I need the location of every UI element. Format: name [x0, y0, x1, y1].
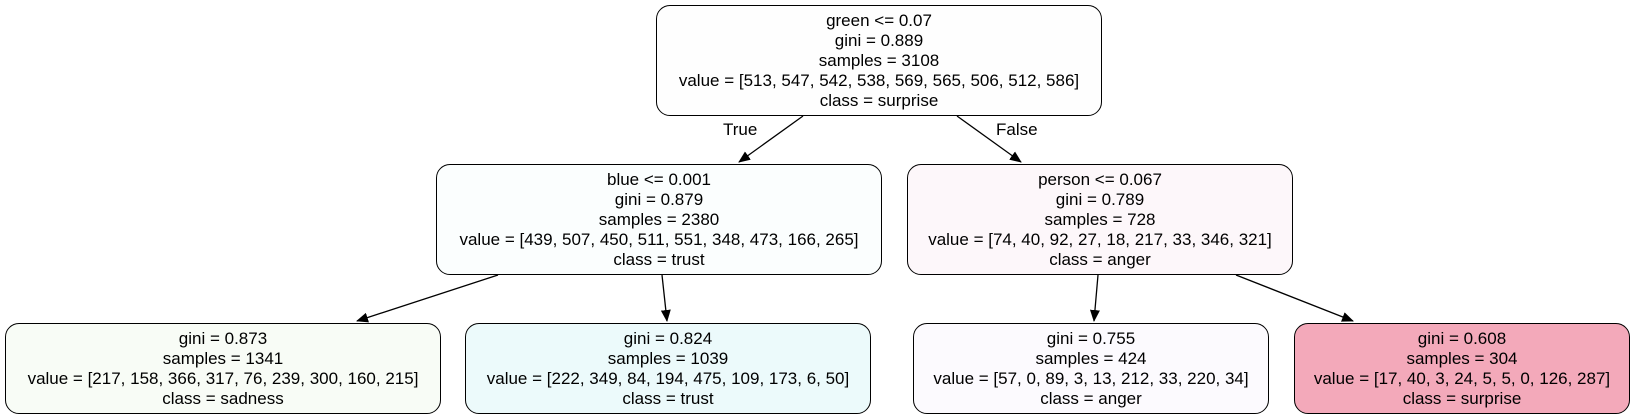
edge-person-to-surprise: [1235, 274, 1354, 322]
node-split: blue <= 0.001: [607, 169, 711, 189]
node-class: class = anger: [1040, 388, 1142, 408]
edge-blue-to-sadness: [356, 274, 499, 323]
node-class: class = surprise: [819, 90, 939, 110]
node-value: value = [74, 40, 92, 27, 18, 217, 33, 34…: [928, 229, 1272, 249]
node-gini: gini = 0.879: [614, 189, 704, 209]
tree-node-blue-split: blue <= 0.001 gini = 0.879 samples = 238…: [436, 164, 882, 275]
edge-blue-to-trust: [660, 274, 671, 322]
node-class: class = anger: [1049, 249, 1151, 269]
node-gini: gini = 0.755: [1046, 328, 1136, 348]
tree-leaf-anger: gini = 0.755 samples = 424 value = [57, …: [913, 323, 1269, 414]
tree-leaf-trust: gini = 0.824 samples = 1039 value = [222…: [465, 323, 871, 414]
node-gini: gini = 0.873: [178, 328, 268, 348]
node-gini: gini = 0.789: [1055, 189, 1145, 209]
node-class: class = trust: [622, 388, 714, 408]
node-samples: samples = 2380: [598, 209, 720, 229]
node-samples: samples = 424: [1035, 348, 1147, 368]
node-value: value = [57, 0, 89, 3, 13, 212, 33, 220,…: [933, 368, 1249, 388]
node-gini: gini = 0.608: [1417, 328, 1507, 348]
node-gini: gini = 0.889: [834, 30, 924, 50]
node-samples: samples = 1039: [607, 348, 729, 368]
tree-leaf-sadness: gini = 0.873 samples = 1341 value = [217…: [5, 323, 441, 414]
tree-node-person-split: person <= 0.067 gini = 0.789 samples = 7…: [907, 164, 1293, 275]
tree-leaf-surprise: gini = 0.608 samples = 304 value = [17, …: [1294, 323, 1630, 414]
edge-root-to-blue: [738, 115, 804, 163]
node-class: class = surprise: [1402, 388, 1522, 408]
node-value: value = [217, 158, 366, 317, 76, 239, 30…: [27, 368, 419, 388]
node-gini: gini = 0.824: [623, 328, 713, 348]
node-value: value = [513, 547, 542, 538, 569, 565, 5…: [678, 70, 1080, 90]
node-samples: samples = 1341: [162, 348, 284, 368]
node-samples: samples = 728: [1044, 209, 1156, 229]
node-class: class = trust: [613, 249, 705, 269]
node-value: value = [17, 40, 3, 24, 5, 5, 0, 126, 28…: [1313, 368, 1611, 388]
node-samples: samples = 3108: [818, 50, 940, 70]
node-samples: samples = 304: [1406, 348, 1518, 368]
edge-person-to-anger: [1089, 274, 1100, 322]
tree-node-root: green <= 0.07 gini = 0.889 samples = 310…: [656, 5, 1102, 116]
node-class: class = sadness: [162, 388, 284, 408]
edge-root-to-person: [956, 115, 1022, 163]
node-value: value = [439, 507, 450, 511, 551, 348, 4…: [459, 229, 859, 249]
edge-label-false: False: [996, 120, 1038, 139]
edge-label-true: True: [723, 120, 758, 139]
node-split: person <= 0.067: [1038, 169, 1162, 189]
node-split: green <= 0.07: [826, 10, 932, 30]
node-value: value = [222, 349, 84, 194, 475, 109, 17…: [486, 368, 850, 388]
